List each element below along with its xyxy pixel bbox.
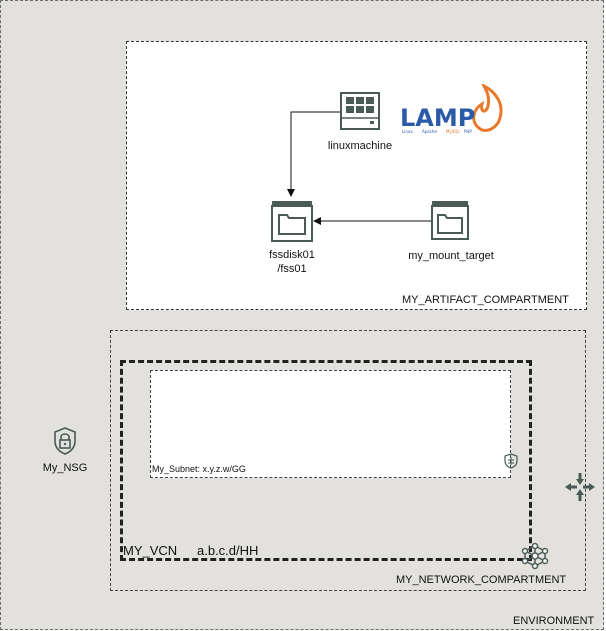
mount-target-icon[interactable]	[431, 200, 469, 240]
vcn-icon[interactable]	[520, 542, 550, 570]
vcn-cidr-label: a.b.c.d/HH	[197, 543, 259, 558]
artifact-compartment-label: MY_ARTIFACT_COMPARTMENT	[402, 294, 569, 306]
vcn-container	[120, 360, 532, 561]
lamp-sub-mysql: MySQL	[446, 129, 461, 134]
compute-label: linuxmachine	[327, 140, 393, 152]
nsg-label: My_NSG	[42, 462, 88, 474]
lamp-sub-linux: Linux	[402, 129, 413, 134]
router-icon[interactable]	[564, 472, 596, 502]
environment-label: ENVIRONMENT	[513, 615, 595, 627]
vcn-name-label: MY_VCN	[123, 543, 178, 558]
subnet-label: My_Subnet: x.y.z.w/GG	[152, 464, 246, 474]
lamp-sub-php: PHP	[464, 129, 472, 134]
mount-target-label: my_mount_target	[408, 250, 494, 262]
network-compartment-label: MY_NETWORK_COMPARTMENT	[396, 574, 567, 586]
security-list-icon[interactable]	[504, 453, 518, 469]
network-compartment	[110, 330, 586, 591]
lamp-logo-text: LAMP	[400, 104, 475, 132]
artifact-compartment	[126, 41, 587, 310]
lock-icon[interactable]	[54, 427, 76, 455]
edge-compute-to-filesystem	[287, 111, 340, 197]
filesystem-label-name: fssdisk01	[269, 249, 315, 261]
compute-instance-icon[interactable]	[340, 92, 380, 130]
subnet-container	[150, 370, 511, 478]
lamp-sub-apache: Apache	[422, 129, 437, 134]
filesystem-label-path: /fss01	[277, 263, 307, 275]
file-storage-icon[interactable]	[271, 200, 313, 242]
lamp-logo: LAMP Linux Apache MySQL PHP	[400, 82, 504, 134]
